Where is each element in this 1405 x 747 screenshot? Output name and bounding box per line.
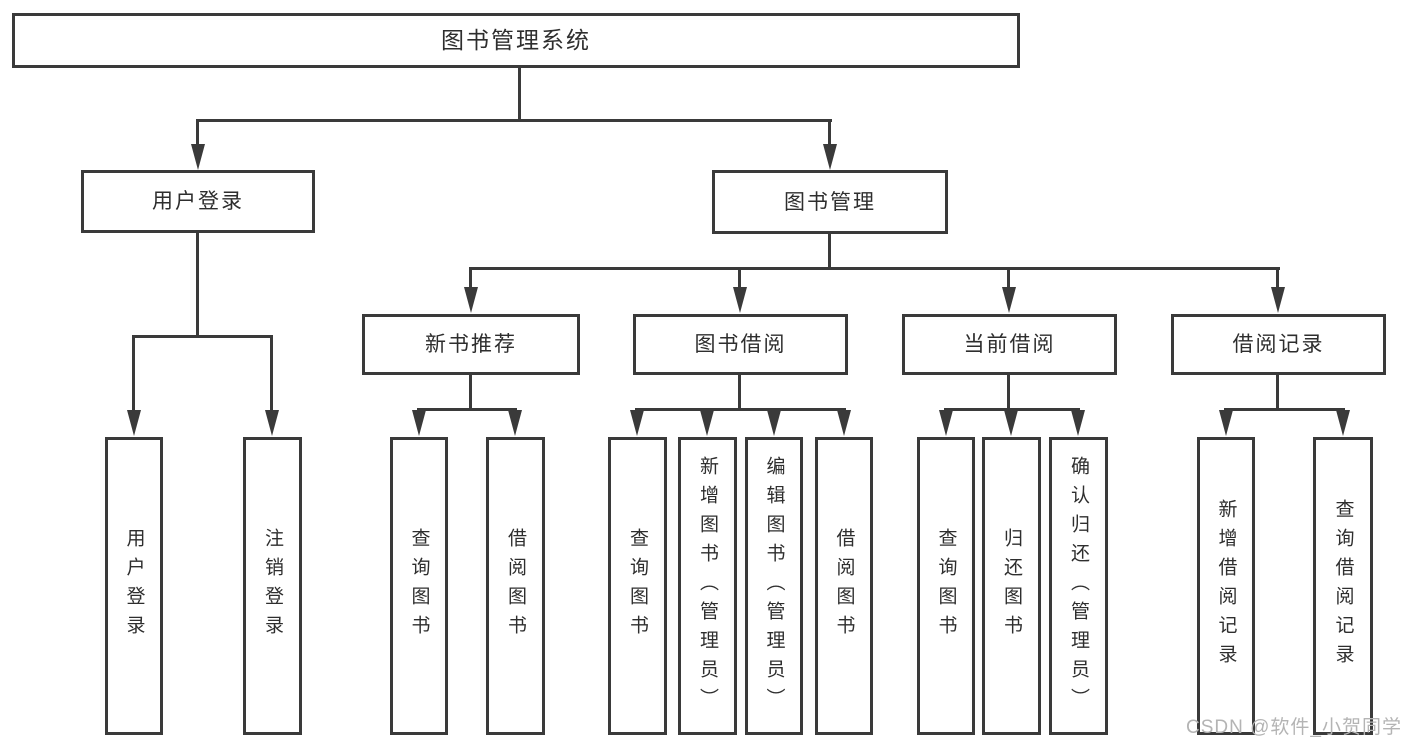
leaf-query-book-label: 查询图书 [627,528,648,644]
leaf-confirm-return-admin-label: 确认归还（管理员） [1068,455,1089,717]
leaf-add-book-admin: 新增图书（管理员） [678,437,737,735]
node-borrow-records-label: 借阅记录 [1232,333,1325,356]
connector-book-mgmt-trunk [828,234,831,270]
leaf-borrow-book-under-borrow: 借阅图书 [815,437,873,735]
leaf-return-book: 归还图书 [982,437,1041,735]
leaf-query-book-label: 查询图书 [935,528,957,644]
connector-borrow-record-branch [1224,408,1345,411]
leaf-user-login: 用户登录 [105,437,163,735]
arrowhead-down-icon [191,144,205,170]
arrowhead-down-icon [265,410,279,436]
arrowhead-down-icon [837,410,851,436]
connector-drop-leaf [132,335,135,413]
leaf-add-borrow-record-label: 新增借阅记录 [1215,499,1237,673]
connector-new-book-branch [417,408,517,411]
arrowhead-down-icon [1219,410,1233,436]
arrowhead-down-icon [939,410,953,436]
arrowhead-down-icon [464,287,478,313]
leaf-logout: 注销登录 [243,437,302,735]
connector-root-trunk [518,68,521,122]
leaf-return-book-label: 归还图书 [1001,528,1022,644]
arrowhead-down-icon [1071,410,1085,436]
connector-current-borrow-trunk [1007,375,1010,411]
node-root-system: 图书管理系统 [12,13,1020,68]
node-user-login-label: 用户登录 [152,190,244,213]
connector-drop-current-borrow [1007,267,1010,291]
node-root-label: 图书管理系统 [441,27,591,53]
arrowhead-down-icon [767,410,781,436]
connector-borrow-record-trunk [1276,375,1279,411]
node-book-borrow: 图书借阅 [633,314,848,375]
leaf-add-book-admin-label: 新增图书（管理员） [697,455,718,717]
leaf-borrow-book-label: 借阅图书 [833,528,855,644]
arrowhead-down-icon [1336,410,1350,436]
leaf-query-book-under-new-book: 查询图书 [390,437,448,735]
node-borrow-records: 借阅记录 [1171,314,1386,375]
arrowhead-down-icon [127,410,141,436]
arrowhead-down-icon [1002,287,1016,313]
leaf-query-borrow-record-label: 查询借阅记录 [1332,499,1354,673]
node-current-borrow: 当前借阅 [902,314,1117,375]
leaf-query-book-under-borrow: 查询图书 [608,437,667,735]
arrowhead-down-icon [823,144,837,170]
connector-root-branch [196,119,832,122]
leaf-borrow-book-label: 借阅图书 [505,528,526,644]
leaf-query-book-label: 查询图书 [408,528,430,644]
leaf-user-login-label: 用户登录 [123,528,145,644]
arrowhead-down-icon [1271,287,1285,313]
connector-user-login-branch [132,335,273,338]
node-new-book-recommend-label: 新书推荐 [425,333,517,356]
arrowhead-down-icon [1004,410,1018,436]
arrowhead-down-icon [630,410,644,436]
connector-drop-new-book [469,267,472,291]
node-book-management: 图书管理 [712,170,948,234]
connector-drop-book-mgmt [828,119,831,147]
node-new-book-recommend: 新书推荐 [362,314,580,375]
arrowhead-down-icon [700,410,714,436]
leaf-query-borrow-record: 查询借阅记录 [1313,437,1373,735]
connector-drop-borrow-record [1276,267,1279,291]
leaf-edit-book-admin: 编辑图书（管理员） [745,437,803,735]
leaf-edit-book-admin-label: 编辑图书（管理员） [763,455,785,717]
connector-drop-user-login [196,119,199,147]
node-user-login: 用户登录 [81,170,315,233]
connector-book-borrow-trunk [738,375,741,411]
connector-book-borrow-branch [635,408,846,411]
arrowhead-down-icon [733,287,747,313]
connector-new-book-trunk [469,375,472,411]
watermark: CSDN @软件_小贺同学 [1186,717,1402,738]
leaf-confirm-return-admin: 确认归还（管理员） [1049,437,1108,735]
arrowhead-down-icon [412,410,426,436]
connector-user-login-trunk [196,233,199,337]
leaf-query-book-under-current: 查询图书 [917,437,975,735]
connector-drop-book-borrow [738,267,741,291]
leaf-borrow-book-under-new-book: 借阅图书 [486,437,545,735]
node-book-management-label: 图书管理 [784,190,876,214]
node-current-borrow-label: 当前借阅 [963,333,1056,356]
leaf-add-borrow-record: 新增借阅记录 [1197,437,1255,735]
node-book-borrow-label: 图书借阅 [694,333,787,356]
connector-drop-leaf [270,335,273,413]
connector-current-borrow-branch [944,408,1080,411]
connector-book-mgmt-branch [469,267,1280,270]
arrowhead-down-icon [508,410,522,436]
leaf-logout-label: 注销登录 [262,528,283,644]
